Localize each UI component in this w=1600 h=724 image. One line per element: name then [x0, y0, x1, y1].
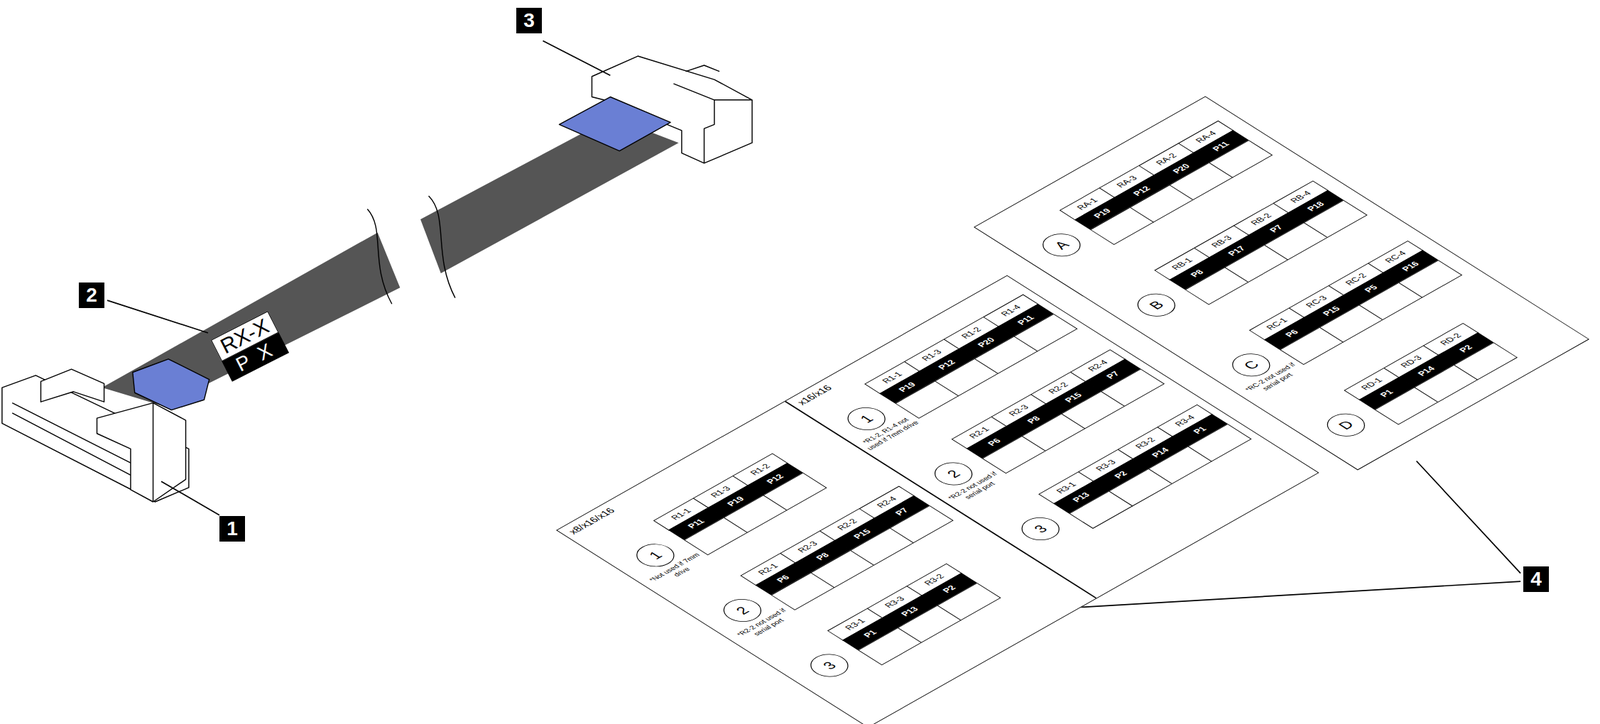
pull-tab — [558, 97, 671, 152]
group-circle-text: B — [1145, 298, 1168, 312]
callout-number-text: 2 — [85, 284, 98, 307]
group-circle: 3 — [1013, 512, 1067, 545]
callout-number: 4 — [1523, 566, 1549, 593]
callout-number-text: 4 — [1530, 568, 1542, 591]
group-circle: D — [1319, 409, 1373, 442]
break-mark — [428, 196, 456, 299]
callout-number: 1 — [219, 516, 246, 542]
group-circle-text: A — [1050, 238, 1073, 253]
cable-ribbon — [420, 117, 679, 274]
sheet-heading: x8/x16/x16 — [566, 506, 618, 537]
group-circle-text: D — [1334, 418, 1358, 432]
group-circle-text: C — [1239, 358, 1263, 373]
sheet-heading: x16/x16 — [794, 383, 835, 407]
group-circle-text: 2 — [732, 604, 753, 618]
group-circle-text: 2 — [943, 467, 964, 481]
leader-line — [542, 40, 611, 76]
callout-number: 3 — [516, 7, 542, 34]
pull-tab — [132, 359, 210, 411]
group-circle-text: 3 — [1030, 522, 1052, 536]
group-circle-text: 1 — [856, 412, 878, 426]
group-circle-text: 1 — [644, 548, 666, 562]
break-mark — [367, 209, 392, 305]
callout-number-text: 1 — [226, 518, 238, 540]
leader-line — [107, 300, 209, 334]
group-circle: 3 — [802, 649, 856, 682]
leader-line — [1068, 581, 1522, 608]
group-circle-text: 3 — [818, 659, 840, 673]
leader-line — [1416, 461, 1522, 574]
group-circle: A — [1034, 229, 1088, 262]
callout-number: 2 — [78, 282, 105, 309]
leader-line — [161, 481, 220, 515]
group-circle: B — [1129, 289, 1184, 321]
callout-number-text: 3 — [523, 9, 535, 32]
